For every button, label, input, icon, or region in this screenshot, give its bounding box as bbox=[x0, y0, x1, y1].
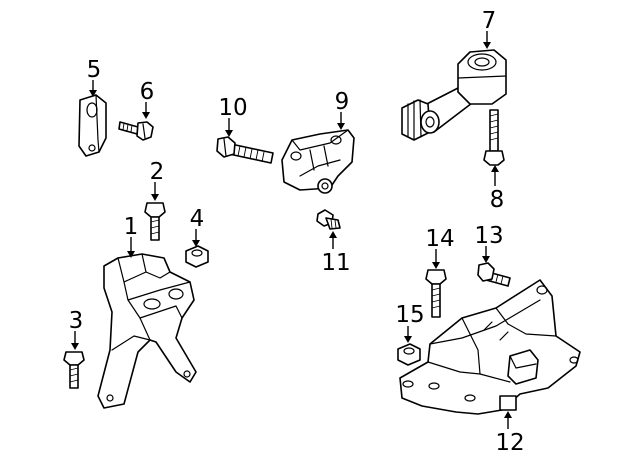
part-11-bolt bbox=[316, 209, 341, 230]
leader-lines bbox=[71, 31, 512, 429]
part-8-bolt bbox=[483, 109, 505, 166]
part-7-torque-rod bbox=[401, 49, 507, 141]
part-4-nut bbox=[185, 245, 209, 268]
part-5-bracket bbox=[78, 94, 107, 157]
callout-10: 10 bbox=[218, 95, 247, 121]
callout-2: 2 bbox=[150, 159, 165, 185]
part-15-nut bbox=[397, 343, 421, 366]
callout-1: 1 bbox=[124, 214, 139, 240]
part-9-mount-bracket bbox=[281, 129, 355, 194]
part-2-bolt bbox=[144, 202, 166, 241]
callout-11: 11 bbox=[321, 250, 350, 276]
part-1-mount-bracket bbox=[97, 253, 197, 409]
callout-13: 13 bbox=[474, 223, 503, 249]
callout-4: 4 bbox=[190, 206, 205, 232]
callout-7: 7 bbox=[482, 8, 497, 34]
callout-12: 12 bbox=[495, 430, 524, 456]
part-13-bolt bbox=[477, 262, 511, 287]
part-14-bolt bbox=[425, 269, 447, 318]
part-12-transmission-mount bbox=[399, 279, 581, 415]
callout-5: 5 bbox=[87, 57, 102, 83]
callout-9: 9 bbox=[335, 89, 350, 115]
part-3-bolt bbox=[63, 351, 85, 389]
callout-6: 6 bbox=[140, 79, 155, 105]
part-6-bolt bbox=[118, 121, 154, 141]
part-10-bolt bbox=[216, 136, 274, 164]
callout-15: 15 bbox=[395, 302, 424, 328]
callout-14: 14 bbox=[425, 226, 454, 252]
callout-8: 8 bbox=[490, 187, 505, 213]
callout-3: 3 bbox=[69, 308, 84, 334]
